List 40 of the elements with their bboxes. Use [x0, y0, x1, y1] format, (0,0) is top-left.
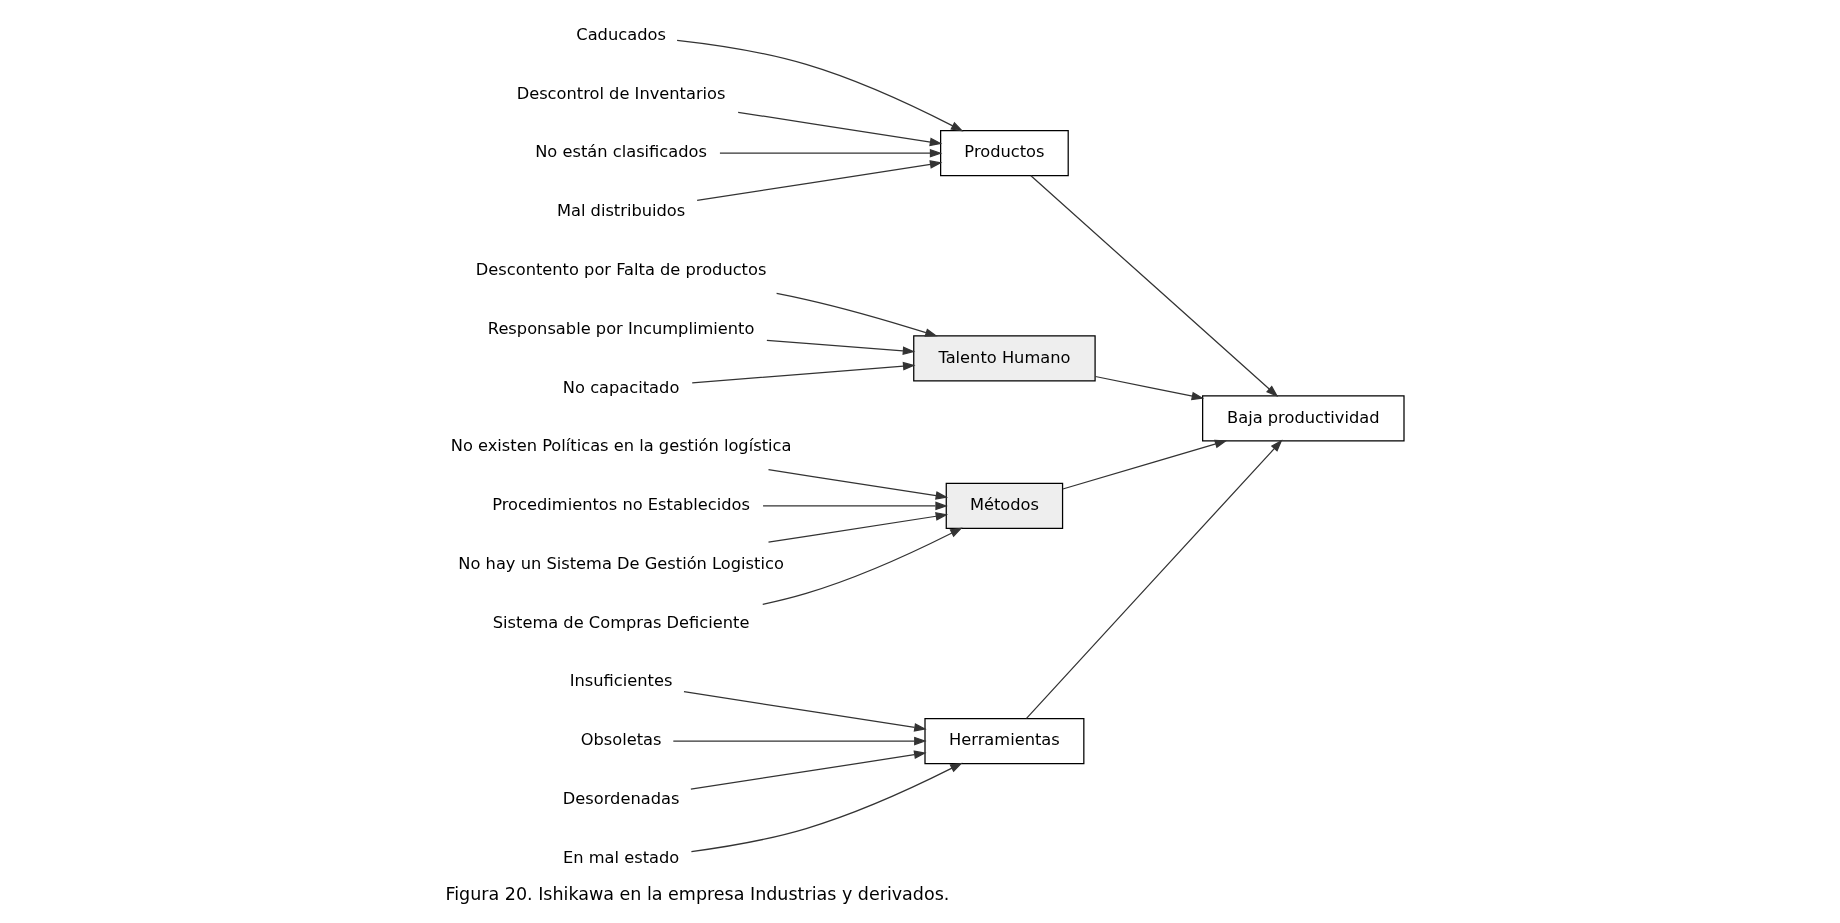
node-text: Desordenadas: [562, 789, 680, 809]
arrow: [776, 292, 938, 337]
arrow: [690, 750, 927, 790]
arrow: [1062, 439, 1228, 490]
arrow: [696, 160, 943, 202]
arrow: [672, 736, 927, 746]
arrow: [762, 501, 948, 511]
node-text: No están clasificados: [535, 142, 707, 162]
node-text: No existen Políticas en la gestión logística: [450, 436, 792, 456]
arrow: [767, 469, 949, 500]
node-box: Herramientas: [924, 717, 1085, 765]
arrow: [683, 691, 927, 732]
node-box: Productos: [940, 130, 1069, 177]
arrow: [676, 39, 964, 132]
node-box: Talento Humano: [913, 335, 1096, 382]
node-text: Obsoletas: [580, 730, 662, 750]
node-text: Insuficientes: [569, 671, 673, 691]
node-text: Sistema de Compras Deficiente: [492, 612, 750, 632]
node-text: Descontrol de Inventarios: [516, 83, 726, 103]
node-text: Procedimientos no Establecidos: [492, 495, 750, 515]
arrow: [690, 762, 963, 853]
arrow: [766, 339, 916, 356]
arrow: [719, 148, 943, 158]
arrow: [762, 527, 963, 605]
arrow: [737, 111, 943, 147]
node-text: Mal distribuidos: [556, 201, 686, 221]
arrow: [1025, 439, 1283, 719]
node-box: Métodos: [945, 482, 1064, 530]
node-text: En mal estado: [562, 847, 680, 867]
arrow: [691, 361, 916, 384]
node-text: No hay un Sistema De Gestión Logistico: [458, 553, 784, 573]
arrow: [1094, 375, 1205, 401]
arrow: [1030, 175, 1279, 398]
node-text: Caducados: [576, 24, 666, 44]
node-text: No capacitado: [562, 377, 680, 397]
node-text: Descontento por Falta de productos: [475, 260, 767, 280]
node-text: Responsable por Incumplimiento: [487, 318, 755, 338]
arrow: [767, 511, 949, 543]
node-box: Baja productividad: [1202, 395, 1405, 442]
caption: Figura 20. Ishikawa en la empresa Industrias y derivados.: [445, 884, 950, 905]
